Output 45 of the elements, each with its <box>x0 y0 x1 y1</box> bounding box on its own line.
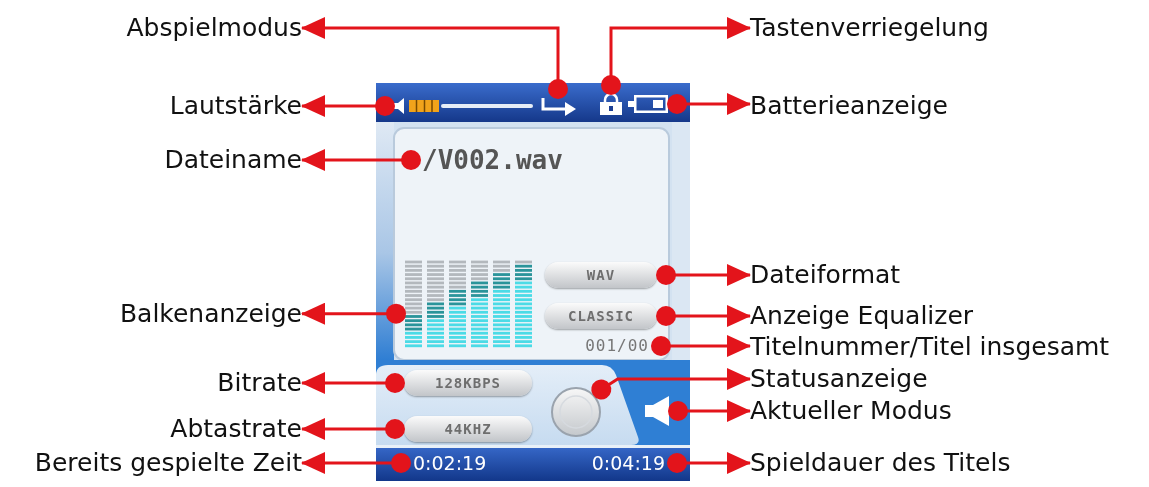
volume-level-icon <box>394 96 533 116</box>
callout-label: Tastenverriegelung <box>750 14 989 42</box>
leader-line <box>656 305 751 327</box>
callout-label: Lautstärke <box>169 92 302 120</box>
leader-line <box>656 264 751 286</box>
callout-label: Spieldauer des Titels <box>750 449 1011 477</box>
callout-label: Statusanzeige <box>750 365 928 393</box>
equalizer-preset-badge: CLASSIC <box>545 303 657 329</box>
callout-label: Titelnummer/Titel insgesamt <box>750 333 1110 361</box>
callout-label: Bereits gespielte Zeit <box>34 449 302 477</box>
leader-line <box>668 400 751 422</box>
callout-label: Anzeige Equalizer <box>750 302 974 330</box>
callout-label: Batterieanzeige <box>750 92 948 120</box>
file-format-badge: WAV <box>545 262 657 288</box>
file-name-text: /V002.wav <box>420 144 563 176</box>
battery-icon <box>628 95 668 113</box>
leader-line <box>601 17 751 95</box>
leader-line <box>667 452 751 474</box>
callout-label: Dateiformat <box>750 261 901 289</box>
lock-icon <box>600 94 622 115</box>
total-time-text: 0:04:19 <box>591 450 668 476</box>
callout-label: Abtastrate <box>170 415 302 443</box>
leader-line <box>301 149 421 171</box>
leader-line <box>667 93 751 115</box>
leader-line <box>591 368 751 400</box>
leader-line <box>651 335 751 357</box>
leader-line <box>301 17 568 99</box>
speaker-icon <box>645 396 669 426</box>
callout-label: Dateiname <box>164 146 302 174</box>
leader-line <box>301 302 406 325</box>
equalizer-icon <box>405 260 532 348</box>
bitrate-badge: 128KBPS <box>404 370 532 396</box>
callout-label: Bitrate <box>217 369 302 397</box>
leader-line <box>301 418 405 440</box>
track-number-text: 001/00 <box>585 335 652 357</box>
repeat-icon <box>540 98 576 116</box>
callout-label: Abspielmodus <box>126 14 302 42</box>
leader-line <box>301 452 411 474</box>
leader-line <box>301 95 395 117</box>
sample-rate-badge: 44KHZ <box>404 416 532 442</box>
callout-label: Balkenanzeige <box>119 300 302 328</box>
leader-line <box>301 372 405 394</box>
callout-label: Aktueller Modus <box>750 397 952 425</box>
status-ring-icon <box>551 387 601 437</box>
elapsed-time-text: 0:02:19 <box>410 450 487 476</box>
